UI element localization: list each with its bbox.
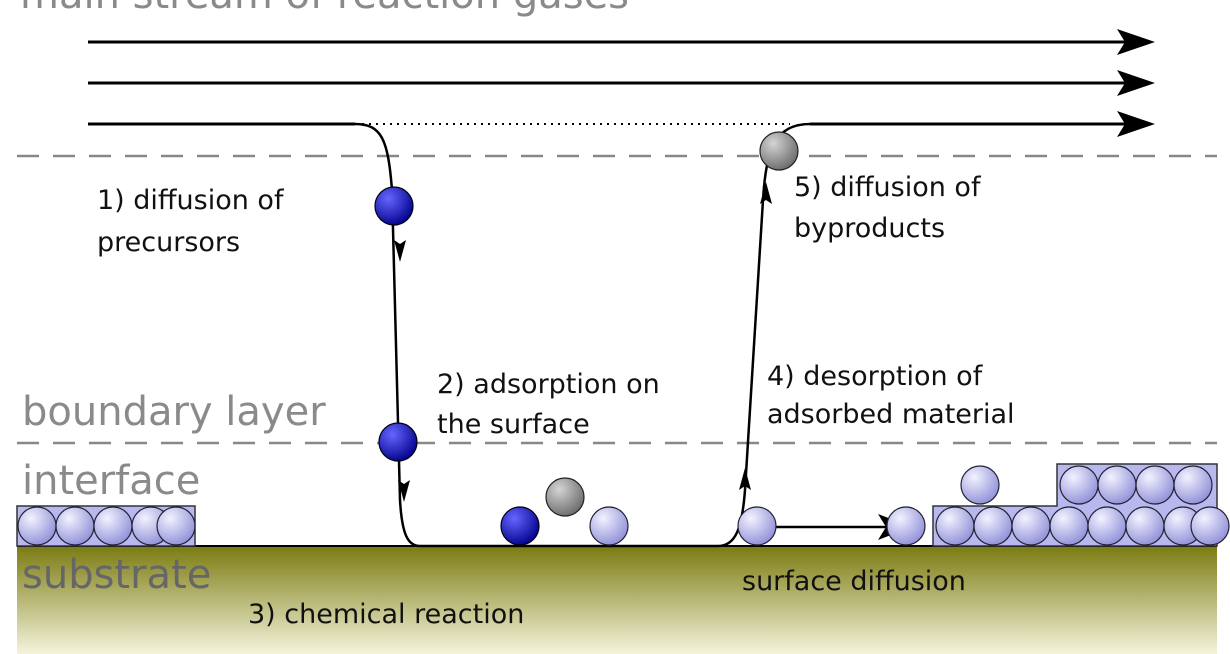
film-atoms-left bbox=[17, 506, 196, 546]
precursor-path bbox=[354, 122, 718, 548]
ascent-arrowhead-2 bbox=[760, 182, 772, 204]
stream-arrowhead-3 bbox=[1117, 111, 1155, 137]
precursor-molecule-adsorbing bbox=[378, 422, 418, 462]
interface-label: interface bbox=[22, 458, 200, 504]
step1-label-line1: 1) diffusion of bbox=[97, 185, 285, 216]
descent-arrowhead-1 bbox=[394, 240, 406, 262]
adsorbed-atom-diffusing-start bbox=[737, 506, 777, 546]
step2-label-line2: the surface bbox=[437, 409, 590, 440]
byproduct-molecule-leaving bbox=[759, 131, 799, 171]
step3-label: 3) chemical reaction bbox=[248, 599, 524, 630]
step4-label-line1: 4) desorption of bbox=[767, 361, 984, 392]
step5-label-line1: 5) diffusion of bbox=[794, 172, 982, 203]
surface-diffusion-label: surface diffusion bbox=[742, 566, 966, 597]
film-atoms-right bbox=[935, 465, 1230, 546]
step2-label-line1: 2) adsorption on bbox=[437, 369, 660, 400]
step1-label-line2: precursors bbox=[97, 227, 240, 258]
precursor-molecule-diffusing bbox=[374, 186, 414, 226]
precursor-molecule-surface bbox=[500, 506, 540, 546]
ascent-arrowhead-1 bbox=[739, 468, 751, 490]
substrate-block bbox=[17, 545, 1217, 654]
adsorbed-atom-diffusing-end bbox=[886, 506, 926, 546]
step5-label-line2: byproducts bbox=[794, 213, 945, 244]
adsorbed-atom-surface bbox=[589, 506, 629, 546]
substrate-label: substrate bbox=[22, 552, 211, 598]
main-stream-label: main stream of reaction gases bbox=[20, 0, 629, 18]
stream-arrowhead-2 bbox=[1117, 70, 1155, 96]
step4-label-line2: adsorbed material bbox=[767, 399, 1015, 430]
boundary-layer-label: boundary layer bbox=[22, 389, 326, 435]
stream-arrowhead-1 bbox=[1117, 29, 1155, 55]
byproduct-molecule-surface bbox=[545, 477, 585, 517]
descent-arrowhead-2 bbox=[398, 480, 410, 502]
